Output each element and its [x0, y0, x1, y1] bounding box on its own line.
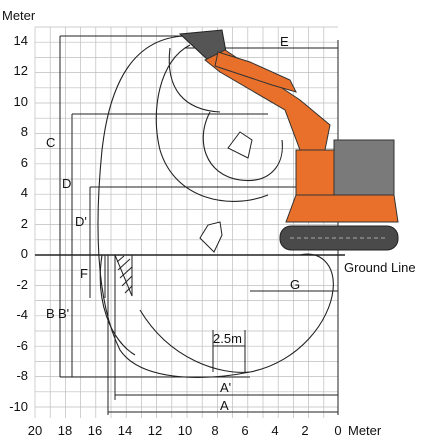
x-tick-6: 6	[241, 423, 248, 438]
y-tick-minus6: -6	[16, 338, 28, 353]
x-axis-labels: 20 18 16 14 12 10 8 6 4 2 0	[28, 423, 342, 438]
x-tick-10: 10	[178, 423, 192, 438]
y-tick-minus2: -2	[16, 277, 28, 292]
x-tick-4: 4	[271, 423, 278, 438]
dim-label-D-prime: D'	[75, 214, 87, 229]
y-tick-minus10: -10	[9, 399, 28, 414]
excavator-cab	[295, 149, 335, 196]
excavator-illustration	[204, 49, 399, 251]
y-axis-labels: 14 12 10 8 6 4 2 0 -2 -4 -6 -8 -10	[9, 33, 28, 414]
y-tick-8: 8	[21, 124, 28, 139]
x-axis-unit: Meter	[348, 423, 382, 438]
y-tick-10: 10	[14, 94, 28, 109]
bucket-arc-mid	[202, 111, 283, 182]
y-tick-12: 12	[14, 63, 28, 78]
dim-label-D: D	[62, 176, 71, 191]
dim-label-A-prime: A'	[220, 380, 231, 395]
low-reach-arc	[99, 254, 136, 356]
dim-label-A: A	[220, 398, 229, 413]
y-tick-6: 6	[21, 155, 28, 170]
x-tick-14: 14	[118, 423, 132, 438]
excavator-counterweight	[285, 194, 399, 223]
dim-label-F: F	[80, 266, 88, 281]
x-tick-18: 18	[58, 423, 72, 438]
x-tick-16: 16	[88, 423, 102, 438]
bucket-positions	[178, 29, 253, 253]
dim-label-B-prime: B'	[58, 306, 69, 321]
x-tick-2: 2	[301, 423, 308, 438]
dimension-labels: C D D' F B B' E G A' A 2.5m	[46, 34, 300, 413]
y-tick-2: 2	[21, 216, 28, 231]
bucket-low	[199, 221, 223, 253]
dim-label-B: B	[46, 306, 55, 321]
inner-envelope	[155, 44, 269, 202]
bucket-mid	[227, 131, 253, 159]
dim-label-G: G	[290, 277, 300, 292]
dim-label-step: 2.5m	[213, 331, 242, 346]
x-tick-20: 20	[28, 423, 42, 438]
y-axis-unit: Meter	[2, 8, 36, 23]
dim-label-E: E	[280, 34, 289, 49]
dim-label-C: C	[46, 135, 55, 150]
x-tick-0: 0	[334, 423, 341, 438]
bucket-arc-upper	[168, 47, 221, 113]
y-tick-minus4: -4	[16, 307, 28, 322]
y-tick-4: 4	[21, 185, 28, 200]
y-tick-minus8: -8	[16, 368, 28, 383]
hatched-zone	[114, 254, 133, 297]
excavator-arm	[214, 51, 297, 93]
ground-line-label: Ground Line	[344, 260, 416, 275]
x-tick-8: 8	[211, 423, 218, 438]
digging-curve	[139, 309, 251, 373]
x-tick-12: 12	[148, 423, 162, 438]
y-tick-0: 0	[21, 246, 28, 261]
y-tick-14: 14	[14, 33, 28, 48]
